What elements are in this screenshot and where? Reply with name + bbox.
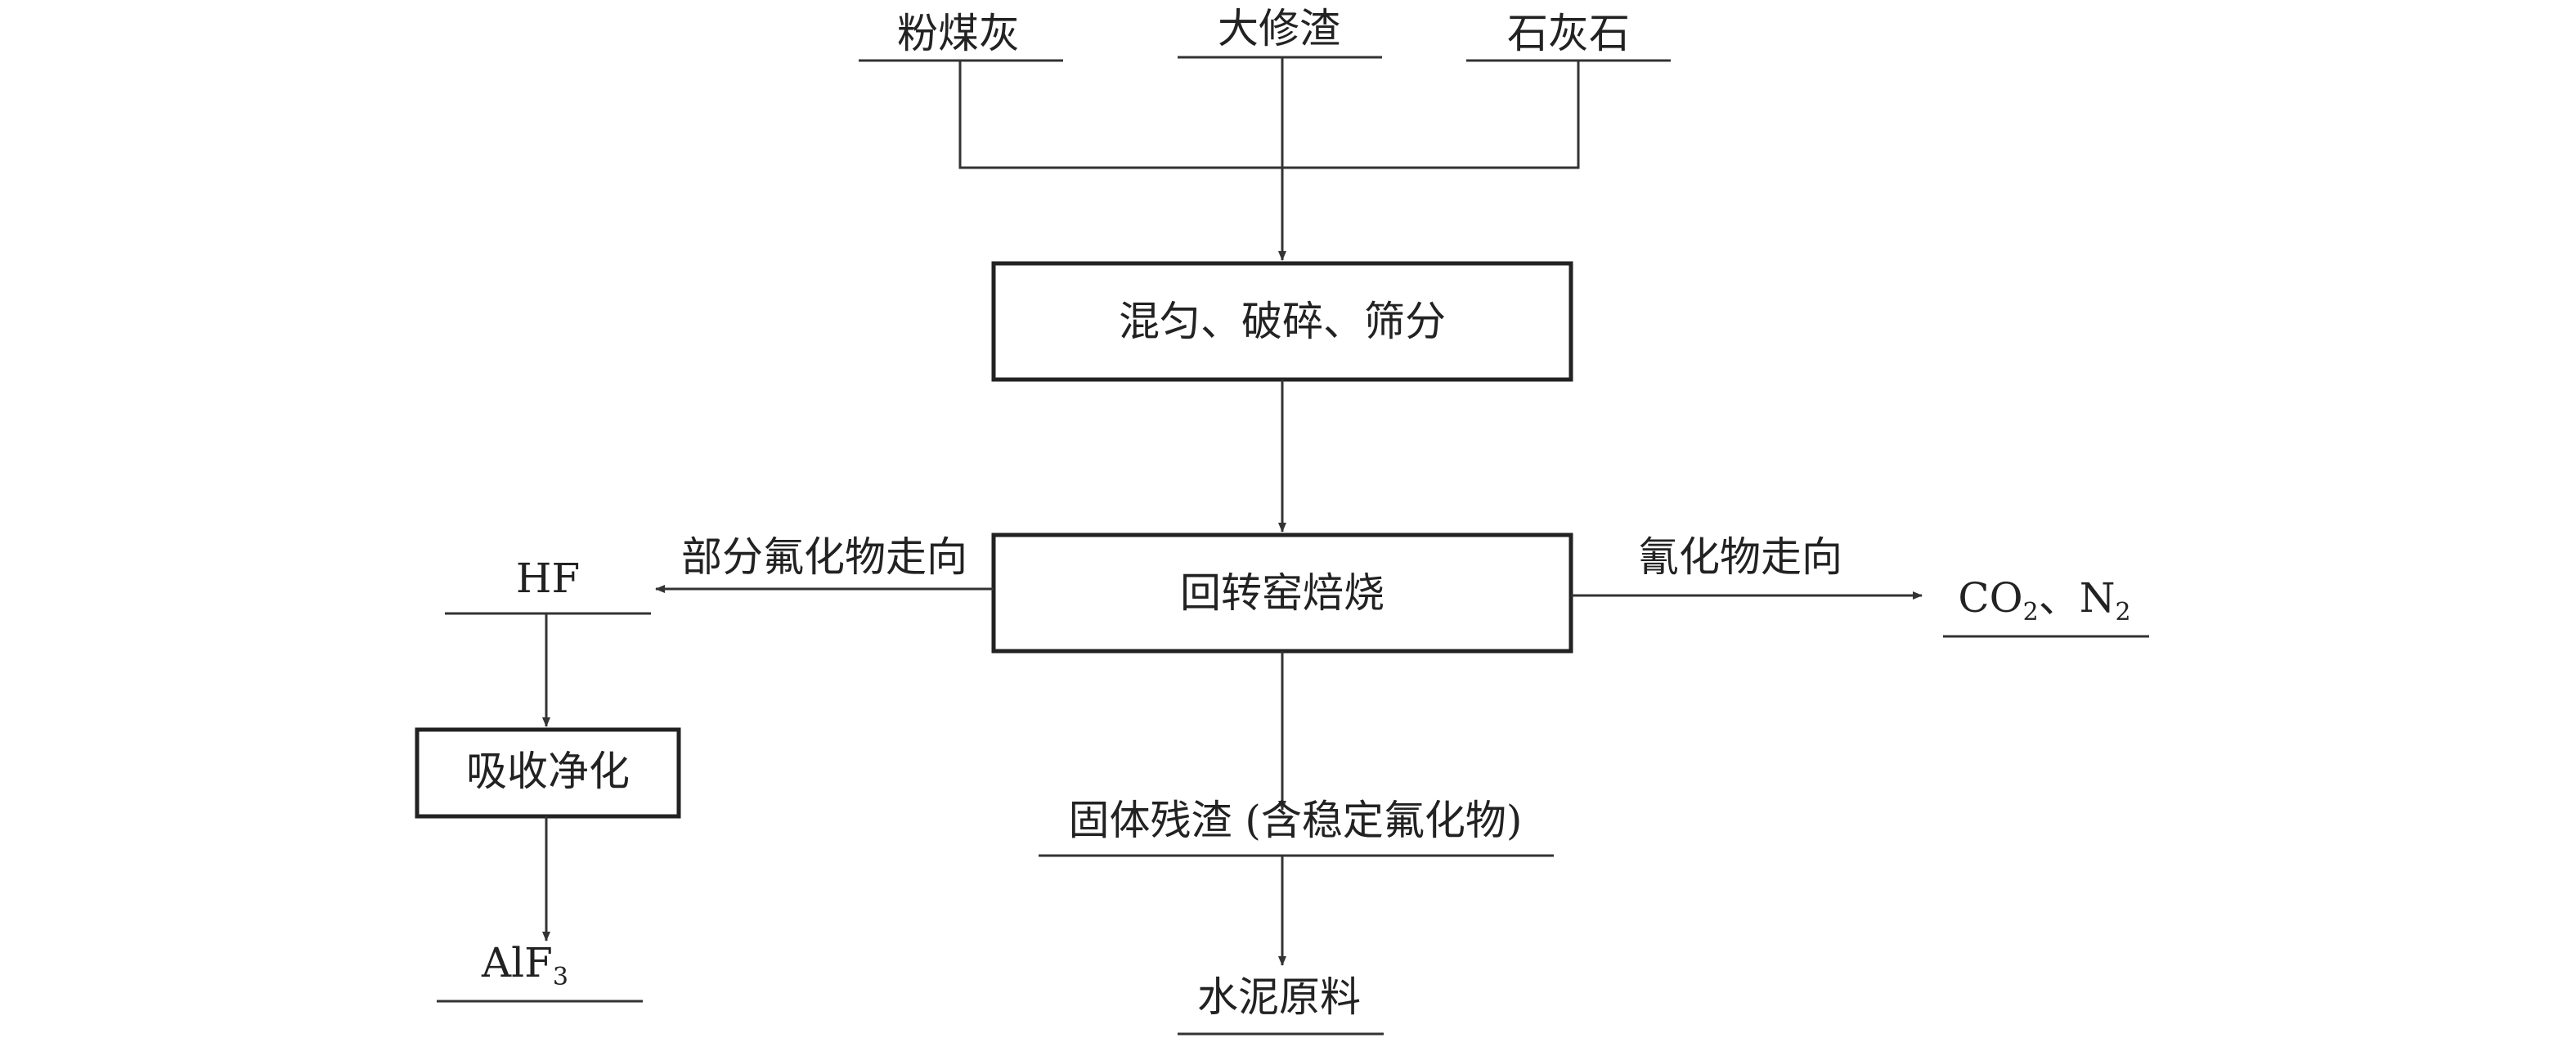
output-solid-residue: 固体残渣 (含稳定氟化物)	[1069, 797, 1523, 844]
co2-base: CO	[1958, 574, 2022, 622]
alf3-base: AlF	[481, 939, 553, 986]
box-absorb-purify	[415, 727, 681, 819]
co2-n2-separator: 、	[2039, 574, 2080, 622]
alf3-subscript: 3	[553, 963, 568, 991]
output-cement: 水泥原料	[1197, 973, 1361, 1021]
merge-connector	[958, 61, 1580, 169]
n2-subscript: 2	[2116, 598, 2131, 627]
flow-partial-fluoride: 部分氟化物走向	[681, 533, 967, 581]
label-absorb-purify: 吸收净化	[466, 748, 630, 795]
n2-base: N	[2080, 574, 2116, 622]
box-mix-crush-sieve	[991, 261, 1573, 382]
input-overhaul-slag: 大修渣	[1218, 5, 1340, 52]
output-co2-n2: CO2、N2	[1958, 574, 2130, 627]
flow-cyanide: 氰化物走向	[1638, 533, 1842, 581]
label-mix-crush-sieve: 混匀、破碎、筛分	[1119, 298, 1446, 345]
output-alf3: AlF3	[481, 939, 568, 991]
input-limestone: 石灰石	[1507, 10, 1630, 57]
label-rotary-kiln: 回转窑焙烧	[1180, 569, 1384, 617]
input-fly-ash: 粉煤灰	[897, 10, 1020, 57]
output-hf: HF	[516, 555, 580, 602]
co2-subscript: 2	[2023, 598, 2039, 627]
